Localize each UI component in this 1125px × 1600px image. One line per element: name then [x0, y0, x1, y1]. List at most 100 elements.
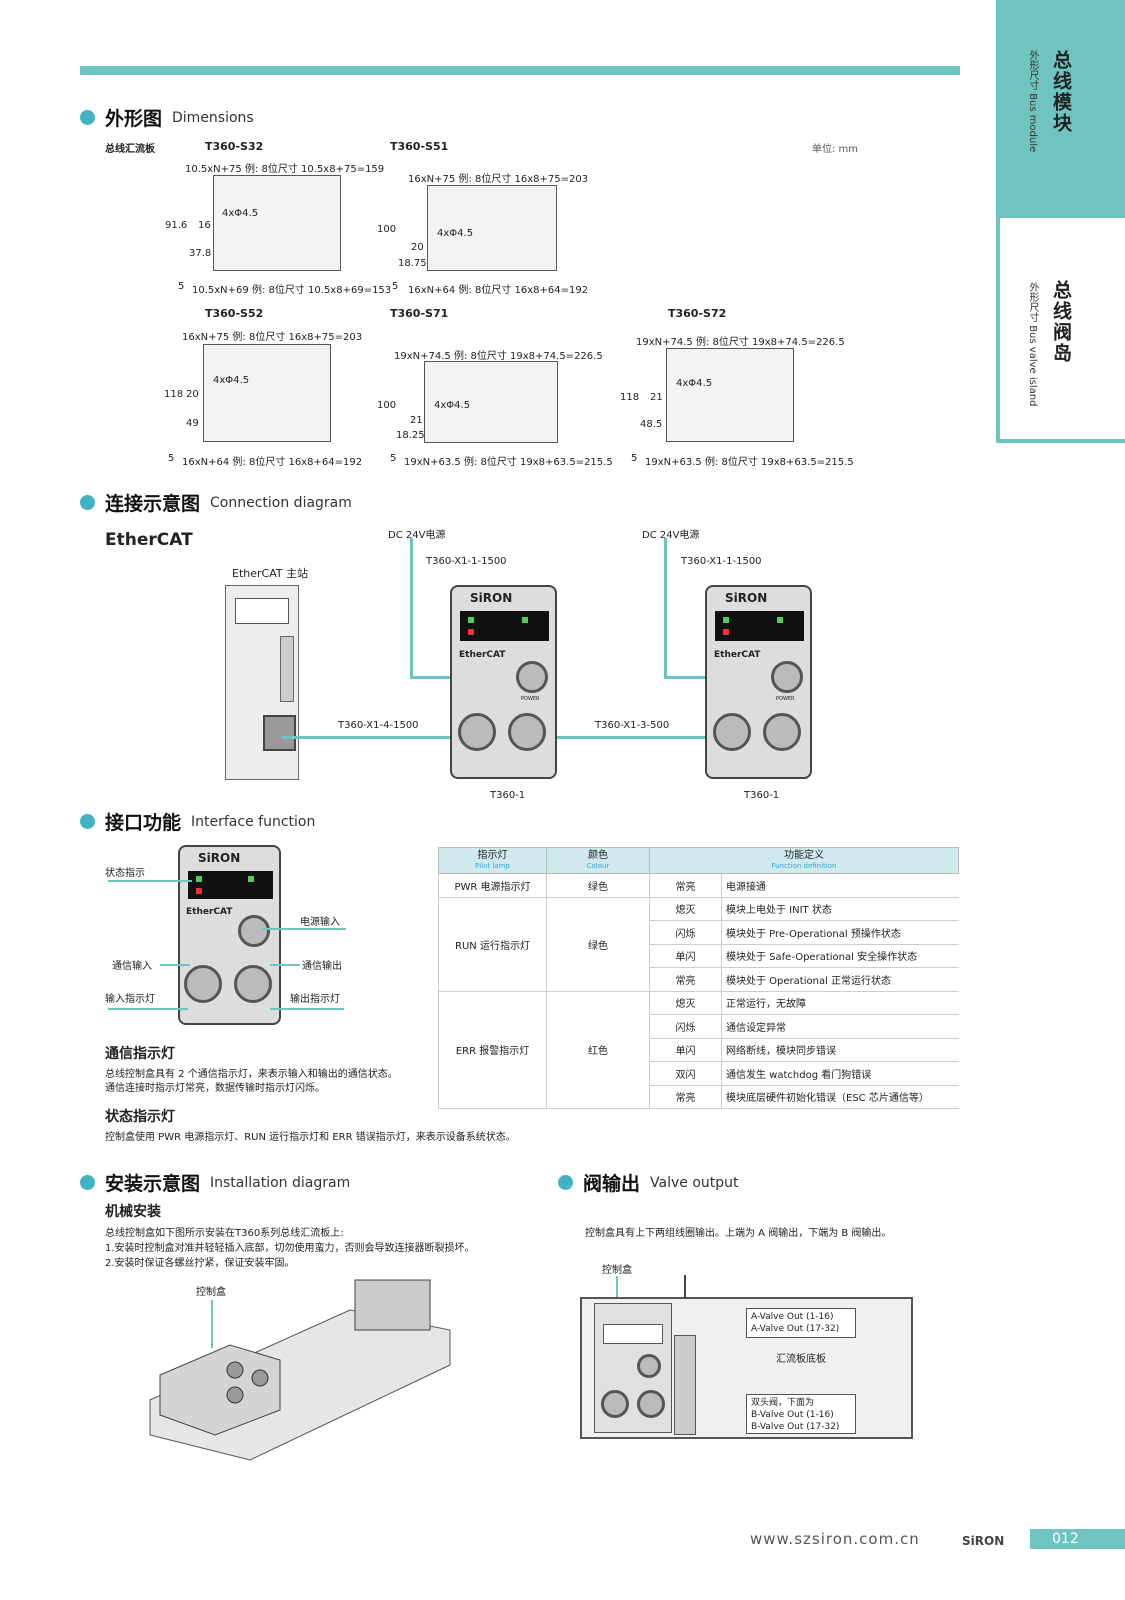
- section-subtitle: Dimensions: [172, 109, 254, 126]
- install-text: 总线控制盒如下图所示安装在T360系列总线汇流板上:: [105, 1228, 344, 1239]
- table-row: 单闪模块处于 Safe-Operational 安全操作状态: [439, 944, 959, 968]
- dim-top: 10.5xN+75 例: 8位尺寸 10.5x8+75=159: [185, 164, 385, 175]
- power-connector[interactable]: [771, 661, 803, 693]
- dim-h2: 20: [186, 389, 199, 400]
- section-subtitle: Installation diagram: [210, 1174, 351, 1191]
- table-row: 单闪网络断线，模块同步错误: [439, 1038, 959, 1062]
- b-valve-label: B-Valve Out (1-16): [751, 1410, 834, 1420]
- power-cable-2: [664, 538, 667, 678]
- pwr-led-icon: [777, 617, 783, 623]
- out-connector[interactable]: [234, 965, 272, 1003]
- dim-h: 118: [620, 392, 640, 403]
- callout-comm-in: 通信输入: [112, 961, 152, 972]
- callout-line: [108, 1008, 188, 1010]
- status-led-text: 控制盒使用 PWR 电源指示灯、RUN 运行指示灯和 ERR 错误指示灯，来表示…: [105, 1132, 516, 1143]
- callout-line: [270, 1008, 344, 1010]
- in-connector[interactable]: [713, 713, 751, 751]
- drawing-s72: [666, 348, 794, 442]
- cable-label-4: T360-X1-3-500: [595, 720, 670, 731]
- err-led-icon: [196, 888, 202, 894]
- in-connector[interactable]: [184, 965, 222, 1003]
- table-row: PWR 电源指示灯绿色 常亮电源接通: [438, 873, 959, 898]
- dc-label-2: DC 24V电源: [642, 530, 700, 541]
- dc-label-1: DC 24V电源: [388, 530, 446, 541]
- power-connector[interactable]: [516, 661, 548, 693]
- status-led-title: 状态指示灯: [105, 1109, 175, 1125]
- pwr-led-icon: [248, 876, 254, 882]
- section-title: 外形图: [105, 108, 163, 130]
- ethercat-logo: EtherCAT: [714, 650, 761, 660]
- comm-led-text: 总线控制盒具有 2 个通信指示灯，来表示输入和输出的通信状态。: [105, 1069, 398, 1080]
- dim-h2: 21: [410, 415, 423, 426]
- connector-icon: [251, 1369, 269, 1387]
- ethercat-master: [225, 585, 299, 780]
- dim-h: 100: [377, 224, 397, 235]
- power-connector[interactable]: [238, 915, 270, 947]
- table-row: 闪烁通信设定异常: [439, 1014, 959, 1039]
- control-box-shape: [159, 1344, 281, 1436]
- dim-bottom: 19xN+63.5 例: 8位尺寸 19x8+63.5=215.5: [404, 457, 613, 468]
- cable-label-3: T360-X1-4-1500: [338, 720, 419, 731]
- power-connector[interactable]: [637, 1354, 661, 1378]
- a-valve-label: A-Valve Out (17-32): [751, 1324, 840, 1334]
- callout-out-led: 输出指示灯: [290, 994, 340, 1005]
- a-valve-label-box: A-Valve Out (1-16) A-Valve Out (17-32): [746, 1308, 856, 1338]
- bullet-icon: [80, 495, 95, 510]
- footer-brand: SiRON: [962, 1534, 1005, 1548]
- out-connector[interactable]: [508, 713, 546, 751]
- device-label-2: T360-1: [744, 790, 780, 801]
- err-led-icon: [468, 629, 474, 635]
- model-name: T360-S51: [390, 140, 449, 153]
- drawing-s32: [213, 175, 341, 271]
- b-valve-label-box: 双头阀，下面为 B-Valve Out (1-16) B-Valve Out (…: [746, 1394, 856, 1434]
- valve-shape: [354, 1279, 431, 1331]
- t360-device-1: SiRON EtherCAT POWER: [450, 585, 557, 779]
- run-led-icon: [723, 617, 729, 623]
- out-connector[interactable]: [763, 713, 801, 751]
- brand-logo: SiRON: [725, 591, 768, 605]
- control-box-shape: [594, 1303, 672, 1433]
- install-text: 1.安装时控制盒对准并轻轻插入底部，切勿使用蛮力，否则会导致连接器断裂损坏。: [105, 1243, 475, 1254]
- tab-bus-valve-island[interactable]: 总线阀岛 外形尺寸 Bus valve island: [996, 218, 1125, 443]
- dim-5: 5: [390, 453, 397, 464]
- callout-in-led: 输入指示灯: [105, 994, 155, 1005]
- drawing-s52: [203, 344, 331, 442]
- header-bar: [80, 66, 960, 75]
- ethercat-logo: EtherCAT: [186, 907, 233, 917]
- tab-title: 总线阀岛: [1050, 280, 1072, 364]
- cable-label-2: T360-X1-1-1500: [681, 556, 762, 567]
- callout-status: 状态指示: [105, 868, 145, 879]
- tab-bus-module[interactable]: 总线模块 外形尺寸 Bus module: [996, 0, 1125, 218]
- brand-logo: SiRON: [470, 591, 513, 605]
- master-display: [235, 598, 289, 624]
- plate-label: 汇流板底板: [776, 1354, 826, 1365]
- dim-h: 100: [377, 400, 397, 411]
- bullet-icon: [80, 1175, 95, 1190]
- dim-h3: 48.5: [640, 419, 663, 430]
- err-led-icon: [723, 629, 729, 635]
- hole-label: 4xΦ4.5: [676, 378, 713, 389]
- section-valve-output: 阀输出 Valve output: [558, 1169, 739, 1196]
- in-connector[interactable]: [601, 1390, 629, 1418]
- tab-sub: 外形尺寸 Bus valve island: [1027, 282, 1038, 407]
- install-subtitle: 机械安装: [105, 1204, 161, 1220]
- led-panel: [460, 611, 549, 641]
- in-connector[interactable]: [458, 713, 496, 751]
- section-installation: 安装示意图 Installation diagram: [80, 1169, 350, 1196]
- bullet-icon: [80, 110, 95, 125]
- dim-bottom: 19xN+63.5 例: 8位尺寸 19x8+63.5=215.5: [645, 457, 854, 468]
- dim-top: 16xN+75 例: 8位尺寸 16x8+75=203: [182, 332, 363, 343]
- valve-shape: [674, 1335, 696, 1435]
- dim-h2: 21: [650, 392, 663, 403]
- rj45-port[interactable]: [263, 715, 296, 751]
- out-connector[interactable]: [637, 1390, 665, 1418]
- install-box-label: 控制盒: [196, 1287, 226, 1298]
- section-interface: 接口功能 Interface function: [80, 808, 315, 835]
- callout-line: [108, 880, 192, 882]
- dim-bottom: 16xN+64 例: 8位尺寸 16x8+64=192: [182, 457, 363, 468]
- footer-url[interactable]: www.szsiron.com.cn: [750, 1530, 920, 1548]
- callout-line: [160, 964, 190, 966]
- dim-5: 5: [392, 281, 399, 292]
- drawing-s71: [424, 361, 558, 443]
